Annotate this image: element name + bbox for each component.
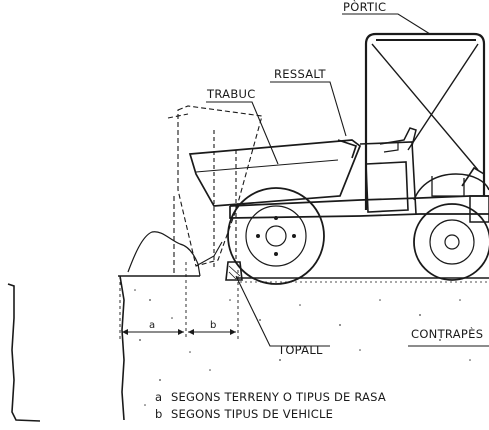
footnotes: a SEGONS TERRENY O TIPUS DE RASA b SEGON… bbox=[155, 390, 386, 421]
label-contrapes: CONTRAPÈS bbox=[411, 326, 483, 341]
dumper-vehicle bbox=[188, 127, 489, 285]
label-topall: TOPALL bbox=[277, 343, 323, 357]
note-b-marker: b bbox=[155, 407, 163, 421]
tipped-skip-outline bbox=[167, 105, 263, 276]
note-a-marker: a bbox=[155, 390, 162, 404]
label-trabuc: TRABUC bbox=[206, 87, 256, 101]
front-wheel bbox=[227, 187, 325, 285]
note-b-text: SEGONS TIPUS DE VEHICLE bbox=[171, 407, 333, 421]
label-ressalt: RESSALT bbox=[274, 67, 327, 81]
terrain-stipple bbox=[134, 289, 471, 406]
dimension-lines: a b bbox=[119, 262, 239, 340]
dim-b-label: b bbox=[210, 320, 216, 331]
dim-a-label: a bbox=[149, 320, 155, 331]
note-a-text: SEGONS TERRENY O TIPUS DE RASA bbox=[171, 390, 386, 404]
leader-lines bbox=[206, 13, 489, 347]
topall-block bbox=[225, 261, 330, 347]
rear-wheel bbox=[413, 203, 489, 281]
rops-frame bbox=[364, 32, 486, 210]
label-portic: PÒRTIC bbox=[343, 0, 386, 14]
